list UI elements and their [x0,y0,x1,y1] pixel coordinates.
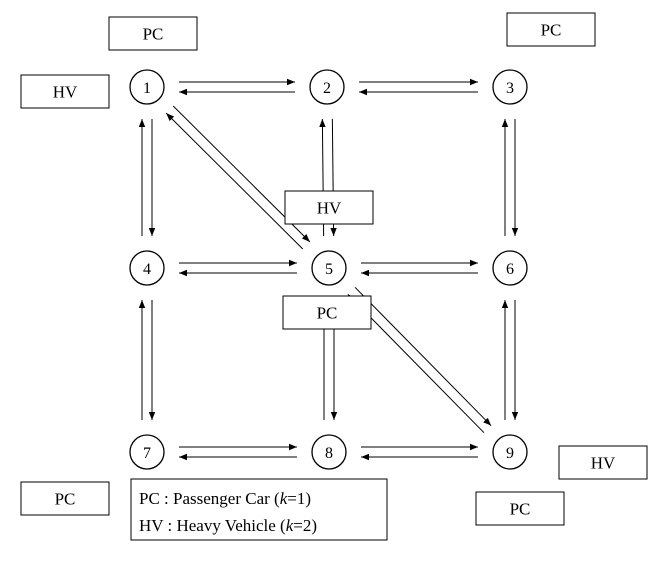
legend-pc-sep: : [160,489,173,508]
legend-pc-abbr: PC [139,489,160,508]
tag-pc-node1: PC [108,16,198,51]
tag-box [475,491,565,526]
tag-hv-node5: HV [284,190,374,225]
legend-hv-var: k [286,516,294,535]
node-label: 7 [143,445,151,462]
node-circle [129,250,165,286]
node-label: 5 [325,261,333,278]
tag-box [558,445,648,480]
tag-box [506,12,596,47]
legend-hv-sep: : [163,516,176,535]
tag-box [282,295,372,330]
node-label: 2 [323,80,331,97]
node-4: 4 [129,250,165,286]
node-circle [311,434,347,470]
node-label: 4 [143,261,151,278]
edges-layer [138,78,519,461]
node-3: 3 [492,69,528,105]
nodes-layer: 1 2 3 4 5 6 7 8 9 [129,69,528,470]
legend-pc-var: k [280,489,288,508]
tag-text: PC [55,490,76,509]
node-5: 5 [311,250,347,286]
node-6: 6 [492,250,528,286]
node-label: 3 [506,80,514,97]
node-label: 8 [325,445,333,462]
legend: PC : Passenger Car (k=1) HV : Heavy Vehi… [130,478,388,541]
tag-text: PC [317,304,338,323]
tag-text: PC [143,25,164,44]
tag-text: PC [541,21,562,40]
tag-pc-node5: PC [282,295,372,330]
tag-box [284,190,374,225]
node-circle [311,250,347,286]
legend-pc-eq: =1) [287,489,311,508]
edge-arrow-5-to-9 [354,286,492,427]
node-8: 8 [311,434,347,470]
legend-line-pc: PC : Passenger Car (k=1) [139,489,311,508]
legend-pc-desc: Passenger Car ( [173,489,280,508]
node-9: 9 [492,434,528,470]
tag-box [20,481,110,516]
tag-pc-node3: PC [506,12,596,47]
node-label: 9 [506,445,514,462]
node-1: 1 [129,69,165,105]
node-circle [129,69,165,105]
node-circle [492,434,528,470]
tag-pc-node7: PC [20,481,110,516]
tag-text: PC [510,500,531,519]
tag-box [20,74,110,109]
node-label: 1 [143,80,151,97]
legend-line-hv: HV : Heavy Vehicle (k=2) [139,516,317,535]
node-circle [492,69,528,105]
node-circle [129,434,165,470]
node-circle [309,69,345,105]
tags-layer: PC HV PC HV PC PC HV PC [20,12,648,526]
node-2: 2 [309,69,345,105]
tag-text: HV [317,199,342,218]
legend-box [130,478,388,541]
tag-box [108,16,198,51]
legend-hv-eq: =2) [293,516,317,535]
legend-hv-desc: Heavy Vehicle ( [176,516,286,535]
tag-hv-node1: HV [20,74,110,109]
legend-hv-abbr: HV [139,516,164,535]
node-7: 7 [129,434,165,470]
node-label: 6 [506,261,514,278]
node-circle [492,250,528,286]
tag-hv-node9: HV [558,445,648,480]
edge-arrow-5-to-1 [165,112,304,250]
tag-text: HV [53,83,78,102]
tag-pc-node9: PC [475,491,565,526]
tag-text: HV [591,454,616,473]
